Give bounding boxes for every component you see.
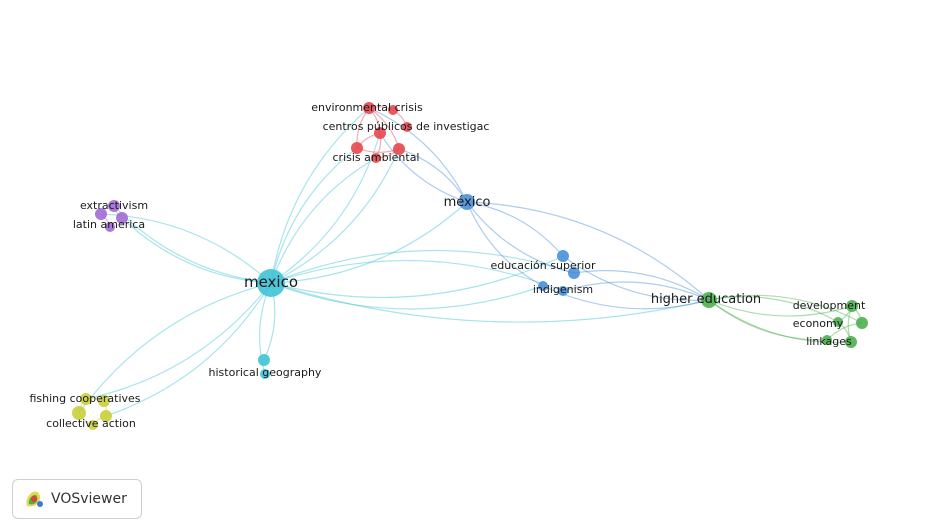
- network-node[interactable]: [258, 354, 270, 366]
- network-node[interactable]: [845, 336, 857, 348]
- network-node[interactable]: [260, 369, 270, 379]
- network-node[interactable]: [105, 222, 115, 232]
- network-edge: [78, 282, 272, 414]
- label-extractivism[interactable]: extractivism: [80, 199, 148, 212]
- network-edge: [708, 294, 863, 324]
- network-edge: [270, 147, 358, 284]
- network-edge: [270, 255, 564, 299]
- network-node[interactable]: [98, 395, 110, 407]
- network-edge: [708, 299, 828, 341]
- network-node[interactable]: [351, 142, 363, 154]
- vosviewer-logo-button[interactable]: VOSviewer: [12, 479, 142, 519]
- network-edge: [466, 201, 564, 257]
- label-collective-action[interactable]: collective action: [46, 417, 136, 430]
- label-mexico[interactable]: mexico: [244, 273, 298, 291]
- network-node[interactable]: [257, 269, 285, 297]
- network-edge: [562, 255, 710, 301]
- label-linkages[interactable]: linkages: [806, 335, 852, 348]
- network-node[interactable]: [459, 194, 475, 210]
- network-node[interactable]: [402, 122, 412, 132]
- label-educacion-superior[interactable]: educación superior: [490, 259, 596, 272]
- label-mexico-accent[interactable]: méxico: [444, 195, 491, 210]
- vosviewer-logo-icon: [26, 491, 43, 507]
- label-fishing-cooperatives[interactable]: fishing cooperatives: [29, 392, 140, 405]
- network-node[interactable]: [538, 281, 548, 291]
- label-higher-education[interactable]: higher education: [651, 292, 761, 307]
- network-edge: [379, 132, 468, 203]
- network-node[interactable]: [833, 317, 843, 327]
- network-node[interactable]: [388, 105, 398, 115]
- network-node[interactable]: [393, 143, 405, 155]
- edge-layer: [78, 106, 863, 426]
- label-centros-publicos[interactable]: centros públicos de investigac: [323, 120, 490, 133]
- network-edge: [113, 205, 272, 284]
- label-indigenism[interactable]: indigenism: [533, 283, 593, 296]
- network-edge: [85, 282, 272, 400]
- network-node[interactable]: [701, 292, 717, 308]
- label-crisis-ambiental[interactable]: crisis ambiental: [333, 151, 420, 164]
- vosviewer-brand-label: VOSviewer: [51, 491, 127, 507]
- network-edge: [270, 148, 400, 284]
- network-edge: [368, 107, 468, 203]
- network-edge: [270, 282, 710, 323]
- network-edge: [708, 299, 852, 343]
- network-edge: [466, 201, 544, 287]
- network-edge: [466, 201, 575, 274]
- network-edge: [573, 270, 710, 301]
- network-edge: [562, 281, 710, 301]
- network-edge: [270, 157, 377, 284]
- network-node[interactable]: [72, 406, 86, 420]
- label-environmental-crisis[interactable]: environmental crisis: [311, 101, 423, 114]
- label-historical-geography[interactable]: historical geography: [209, 366, 322, 379]
- network-node[interactable]: [100, 410, 112, 422]
- network-node[interactable]: [80, 393, 92, 405]
- network-edge: [121, 217, 272, 284]
- network-edge: [270, 201, 468, 284]
- network-node[interactable]: [116, 212, 128, 224]
- network-edge: [466, 201, 710, 301]
- network-node[interactable]: [371, 153, 381, 163]
- network-node[interactable]: [822, 335, 832, 345]
- network-node[interactable]: [108, 200, 120, 212]
- network-edge: [270, 249, 575, 284]
- network-node[interactable]: [95, 208, 107, 220]
- label-layer: environmental crisis centros públicos de…: [29, 101, 865, 430]
- network-node[interactable]: [846, 300, 858, 312]
- network-edge: [270, 107, 370, 284]
- label-latin-america[interactable]: latin america: [73, 218, 145, 231]
- network-node[interactable]: [374, 127, 386, 139]
- network-node[interactable]: [88, 420, 98, 430]
- network-node[interactable]: [363, 102, 375, 114]
- network-node[interactable]: [856, 317, 868, 329]
- network-node[interactable]: [557, 250, 569, 262]
- network-node[interactable]: [558, 286, 568, 296]
- network-edge: [398, 148, 468, 203]
- network-edge: [270, 282, 544, 310]
- network-node[interactable]: [568, 267, 580, 279]
- network-edge: [270, 260, 564, 292]
- network-edge: [105, 282, 272, 417]
- label-economy[interactable]: economy: [793, 317, 844, 330]
- network-edge: [708, 299, 853, 317]
- label-development[interactable]: development: [793, 299, 866, 312]
- network-edge: [708, 296, 839, 323]
- node-layer: [72, 102, 868, 430]
